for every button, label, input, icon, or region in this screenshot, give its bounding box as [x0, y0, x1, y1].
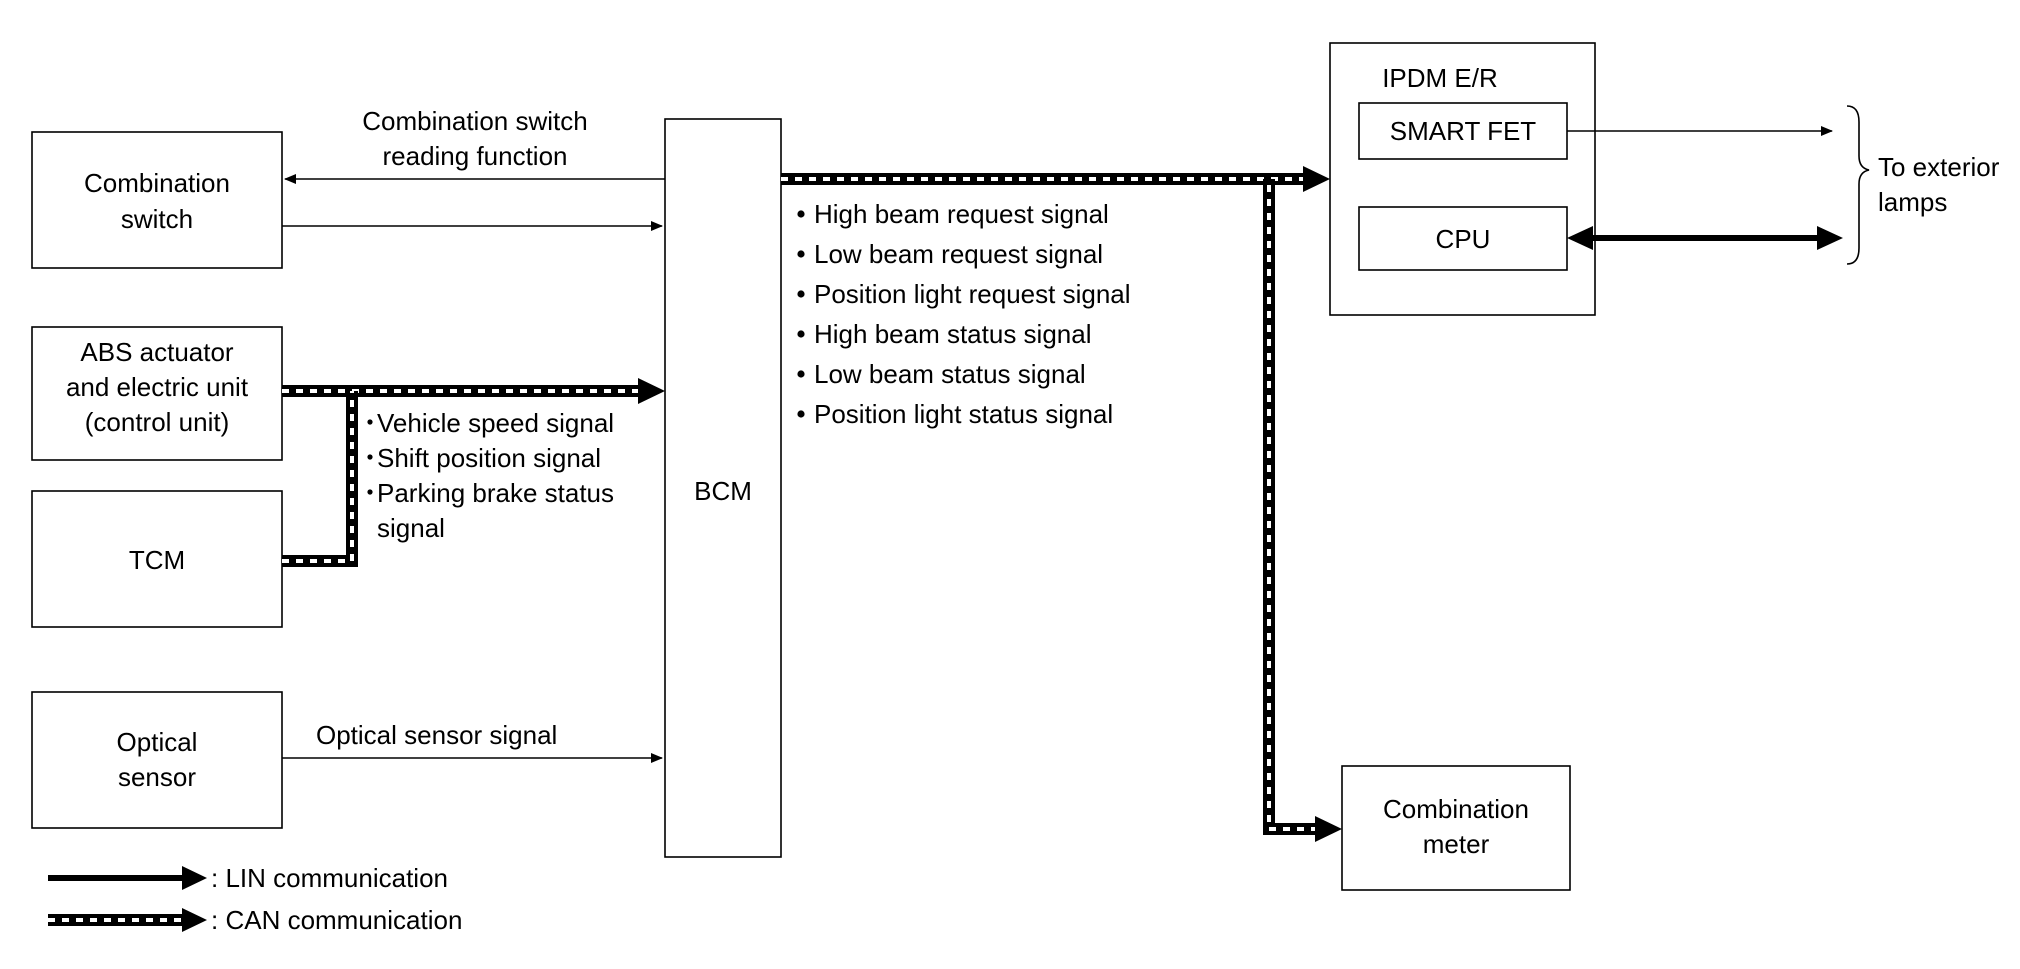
- legend-can-arrowhead: [182, 908, 207, 932]
- abs-unit-label-1: ABS actuator: [80, 337, 234, 367]
- abs-tcm-signal-list: Vehicle speed signal Shift position sign…: [367, 408, 614, 543]
- combination-meter-box: [1341, 765, 1571, 891]
- combination-meter-label-1: Combination: [1383, 794, 1529, 824]
- parking-brake-status-label: Parking brake status: [377, 478, 614, 508]
- signal-bullet: [797, 290, 805, 298]
- vehicle-speed-signal-label: Vehicle speed signal: [377, 408, 614, 438]
- abs-unit-label-3: (control unit): [85, 407, 230, 437]
- abs-tcm-can-link: [282, 385, 640, 567]
- bcm-label: BCM: [694, 476, 752, 506]
- cpu-lin-arrowhead-left: [1567, 226, 1593, 250]
- parking-brake-status-label-cont: signal: [377, 513, 445, 543]
- low-beam-status-signal-label: Low beam status signal: [814, 359, 1086, 389]
- signal-bullet: [797, 330, 805, 338]
- optical-sensor-signal-label: Optical sensor signal: [316, 720, 557, 750]
- optical-sensor-label-1: Optical: [117, 727, 198, 757]
- combination-switch-label-1: Combination: [84, 168, 230, 198]
- cpu-label: CPU: [1436, 224, 1491, 254]
- smart-fet-box: [1358, 102, 1568, 160]
- smart-fet-label: SMART FET: [1390, 116, 1537, 146]
- signal-bullet: [367, 454, 373, 460]
- optical-sensor-box: [31, 691, 283, 829]
- signal-bullet: [367, 489, 373, 495]
- combination-switch-box: [31, 131, 283, 269]
- low-beam-request-signal-label: Low beam request signal: [814, 239, 1103, 269]
- signal-bullet: [797, 410, 805, 418]
- position-light-request-signal-label: Position light request signal: [814, 279, 1131, 309]
- abs-unit-label-2: and electric unit: [66, 372, 249, 402]
- shift-position-signal-label: Shift position signal: [377, 443, 601, 473]
- high-beam-status-signal-label: High beam status signal: [814, 319, 1091, 349]
- to-combination-meter-can-arrowhead: [1315, 816, 1342, 842]
- combination-switch-reading-label-2: reading function: [382, 141, 567, 171]
- legend-lin-label: : LIN communication: [211, 863, 448, 893]
- exterior-lamps-label-1: To exterior: [1878, 152, 2000, 182]
- tcm-label: TCM: [129, 545, 185, 575]
- abs-unit-box: [31, 326, 283, 461]
- high-beam-request-signal-label: High beam request signal: [814, 199, 1109, 229]
- signal-bullet: [797, 250, 805, 258]
- bcm-ipdm-meter-can-link: [781, 173, 1316, 835]
- cpu-lin-arrowhead-right: [1817, 226, 1843, 250]
- signal-bullet: [367, 419, 373, 425]
- exterior-lamps-brace: [1846, 105, 1870, 265]
- combination-switch-reading-label-1: Combination switch: [362, 106, 587, 136]
- legend: : LIN communication : CAN communication: [48, 863, 462, 935]
- combination-switch-label-2: switch: [121, 204, 193, 234]
- position-light-status-signal-label: Position light status signal: [814, 399, 1113, 429]
- combination-meter-label-2: meter: [1423, 829, 1490, 859]
- cpu-box: [1358, 206, 1568, 271]
- signal-bullet: [797, 210, 805, 218]
- ipdm-label: IPDM E/R: [1382, 63, 1498, 93]
- legend-can-label: : CAN communication: [211, 905, 462, 935]
- tcm-box: [31, 490, 283, 628]
- optical-sensor-label-2: sensor: [118, 762, 196, 792]
- bcm-to-ipdm-can-arrowhead: [1303, 166, 1330, 192]
- legend-lin-arrowhead: [182, 866, 207, 890]
- signal-bullet: [797, 370, 805, 378]
- abs-to-bcm-can-arrowhead: [638, 378, 665, 404]
- bcm-box: [664, 118, 782, 858]
- exterior-lamps-label-2: lamps: [1878, 187, 1947, 217]
- bcm-ipdm-signal-list: High beam request signal Low beam reques…: [797, 199, 1131, 429]
